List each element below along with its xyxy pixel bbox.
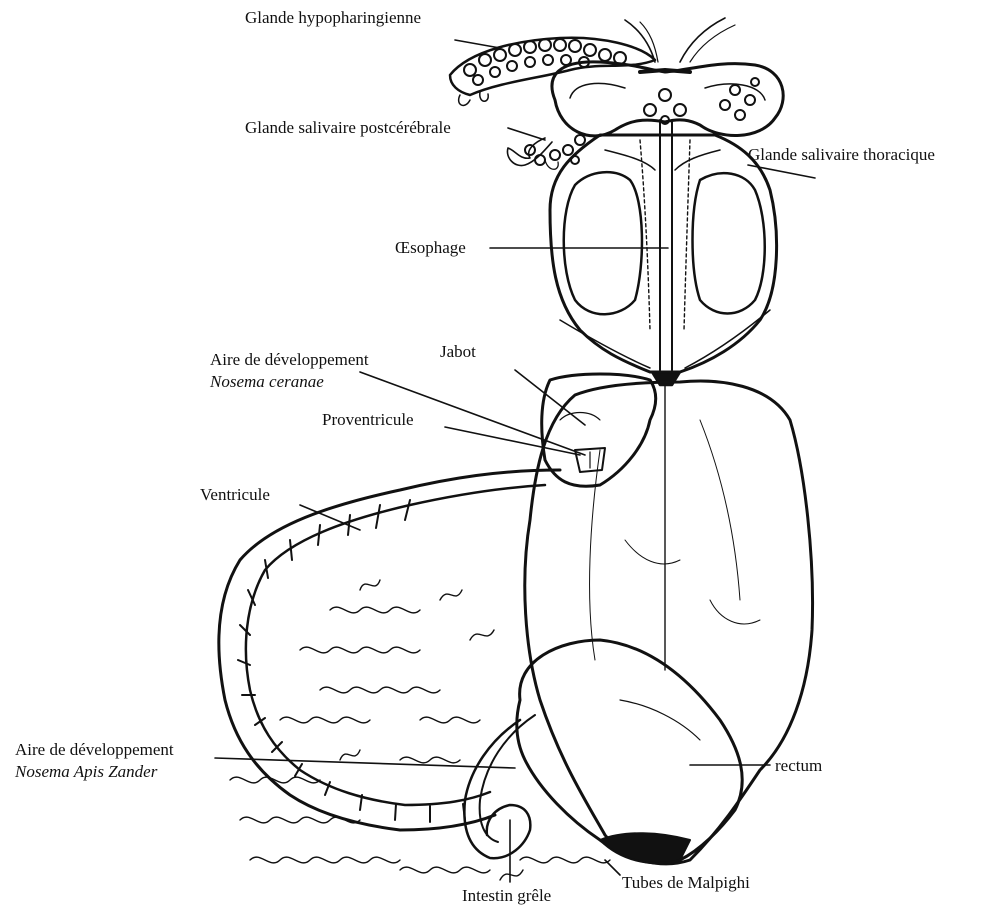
thorax: [550, 135, 777, 372]
postcerebral-salivary-gland: [507, 135, 585, 169]
label-nosema-apis-zander: Nosema Apis Zander: [15, 762, 157, 782]
label-aire-developpement-1: Aire de développement: [210, 350, 369, 370]
head: [552, 62, 783, 136]
abdomen: [525, 381, 813, 864]
label-aire-developpement-2: Aire de développement: [15, 740, 174, 760]
leader-lines: [215, 40, 815, 882]
label-glande-hypopharingienne: Glande hypopharingienne: [245, 8, 421, 28]
label-rectum: rectum: [775, 756, 822, 776]
label-glande-salivaire-postcerebrale: Glande salivaire postcérébrale: [245, 118, 451, 138]
label-jabot: Jabot: [440, 342, 476, 362]
label-proventricule: Proventricule: [322, 410, 414, 430]
label-tubes-de-malpighi: Tubes de Malpighi: [622, 873, 750, 893]
malpighian-tubules: [230, 580, 610, 880]
rectum-organ: [517, 640, 743, 863]
proventricle: [575, 448, 605, 472]
label-oesophage: Œsophage: [395, 238, 466, 258]
label-glande-salivaire-thoracique: Glande salivaire thoracique: [748, 145, 935, 165]
label-nosema-ceranae: Nosema ceranae: [210, 372, 324, 392]
label-intestin-grele: Intestin grêle: [462, 886, 551, 906]
small-intestine: [464, 715, 535, 858]
oesophagus: [652, 120, 680, 385]
label-ventricule: Ventricule: [200, 485, 270, 505]
